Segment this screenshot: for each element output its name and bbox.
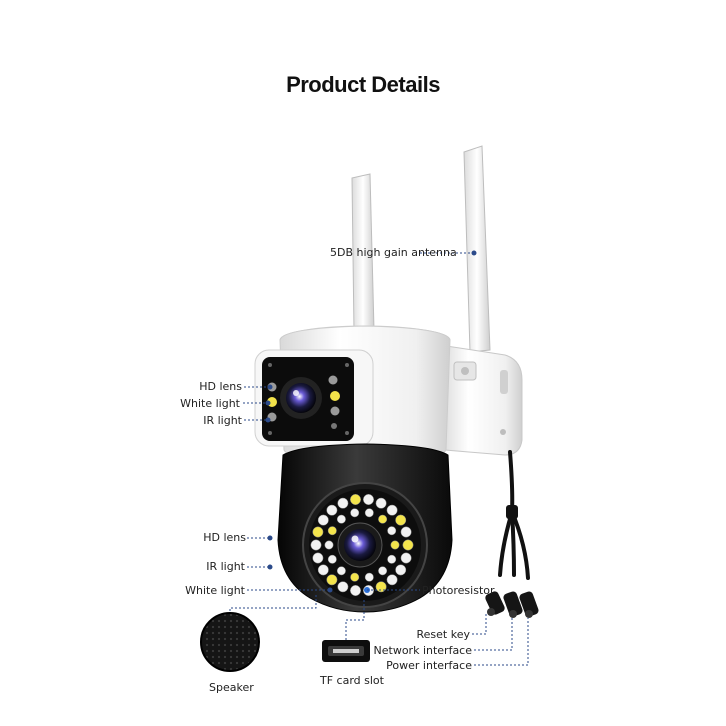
led-light [337, 581, 349, 593]
led-light [387, 554, 397, 564]
label-top-hd-lens: HD lens [199, 380, 242, 393]
speaker-detail [200, 612, 260, 672]
led-light [336, 514, 346, 524]
led-light [312, 526, 324, 538]
led-light [310, 539, 322, 551]
label-speaker: Speaker [209, 681, 254, 694]
led-light [395, 514, 407, 526]
led-light [375, 581, 387, 593]
tf-card-slot-detail [322, 640, 370, 662]
led-light [317, 564, 329, 576]
label-top-ir-light: IR light [203, 414, 242, 427]
led-light [312, 552, 324, 564]
led-light [387, 526, 397, 536]
cable-bundle [498, 450, 530, 580]
led-light [350, 508, 360, 518]
label-reset-key: Reset key [416, 628, 470, 641]
led-light [326, 504, 338, 516]
led-light [337, 497, 349, 509]
network-connector [503, 591, 523, 618]
led-light [375, 497, 387, 509]
label-power-interface: Power interface [386, 659, 472, 672]
led-light [363, 494, 374, 505]
led-light [327, 526, 337, 536]
label-antenna: 5DB high gain antenna [330, 246, 457, 259]
led-light [336, 566, 346, 576]
led-light [324, 540, 334, 550]
main-hd-lens [337, 522, 383, 568]
led-light [400, 552, 412, 564]
top-lens-module [254, 349, 374, 447]
led-ring [310, 494, 414, 596]
power-connector [519, 591, 539, 618]
led-light [317, 514, 329, 526]
antenna-right [463, 145, 491, 353]
label-bottom-ir-light: IR light [206, 560, 245, 573]
led-light [386, 504, 398, 516]
label-network-interface: Network interface [373, 644, 472, 657]
callout-dots [265, 250, 477, 593]
led-light [350, 585, 361, 596]
led-light [378, 566, 388, 576]
reset-key-connector [485, 591, 505, 616]
led-light [386, 574, 398, 586]
page-title: Product Details [286, 72, 440, 97]
led-light [326, 574, 338, 586]
label-bottom-hd-lens: HD lens [203, 531, 246, 544]
led-light [390, 540, 400, 550]
led-light [350, 494, 361, 505]
wall-mount [439, 344, 523, 456]
label-top-white-light: White light [180, 397, 240, 410]
callout-lines [229, 252, 529, 666]
led-light [395, 564, 407, 576]
led-light [364, 508, 374, 518]
led-light [378, 514, 388, 524]
led-light [400, 526, 412, 538]
label-bottom-white-light: White light [185, 584, 245, 597]
led-light [402, 539, 414, 551]
led-light [364, 572, 374, 582]
label-tf-card-slot: TF card slot [320, 674, 384, 687]
led-light [350, 572, 360, 582]
led-light [327, 554, 337, 564]
label-photoresistor: Photoresistor [422, 584, 495, 597]
